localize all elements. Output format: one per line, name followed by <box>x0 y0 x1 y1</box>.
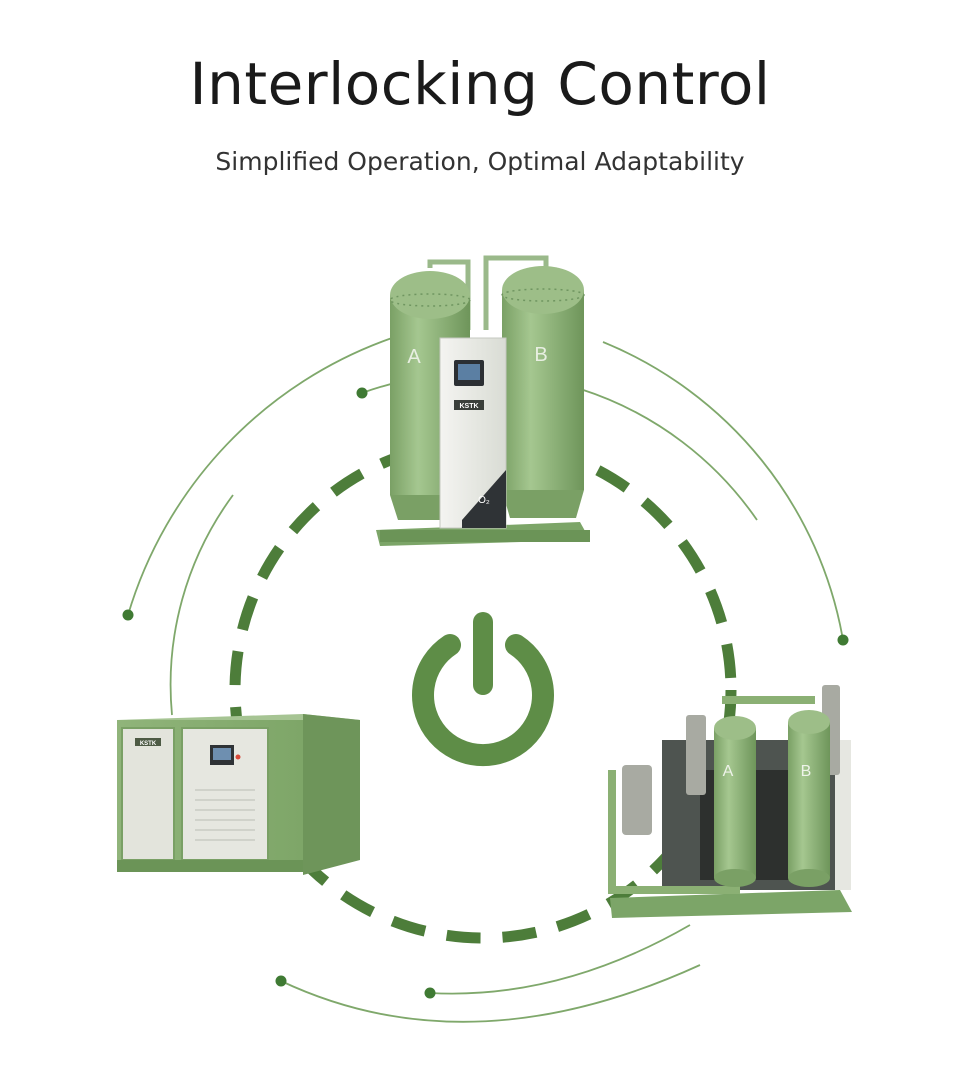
dryer-tank-b-label: B <box>801 763 812 780</box>
air-compressor: KSTK <box>117 714 360 875</box>
arc-dot <box>424 987 436 999</box>
arc-bottom-inner <box>429 924 691 995</box>
arc-bottom <box>280 964 701 1023</box>
arc-left-inner <box>169 494 234 716</box>
arc-dot <box>837 634 849 646</box>
tank-b-label: B <box>534 344 547 366</box>
arc-dot <box>275 975 287 987</box>
page-subtitle: Simplified Operation, Optimal Adaptabili… <box>215 147 745 176</box>
tank-a-label: A <box>407 346 421 368</box>
arc-endpoints <box>122 387 849 999</box>
gas-label: O₂ <box>478 495 490 506</box>
cabinet-brand: KSTK <box>459 403 478 410</box>
arc-top-right <box>602 341 844 641</box>
page-title: Interlocking Control <box>189 50 771 118</box>
dryer-tank-a-label: A <box>723 763 734 780</box>
power-icon <box>412 612 554 767</box>
arc-top-left <box>127 337 393 616</box>
dashed-ring <box>229 436 737 944</box>
oxygen-generator: A B KSTK O₂ <box>376 255 590 546</box>
compressor-brand: KSTK <box>140 741 157 747</box>
adsorption-dryer: A B <box>608 685 852 918</box>
arc-dot <box>356 387 368 399</box>
arc-dot <box>122 609 134 621</box>
